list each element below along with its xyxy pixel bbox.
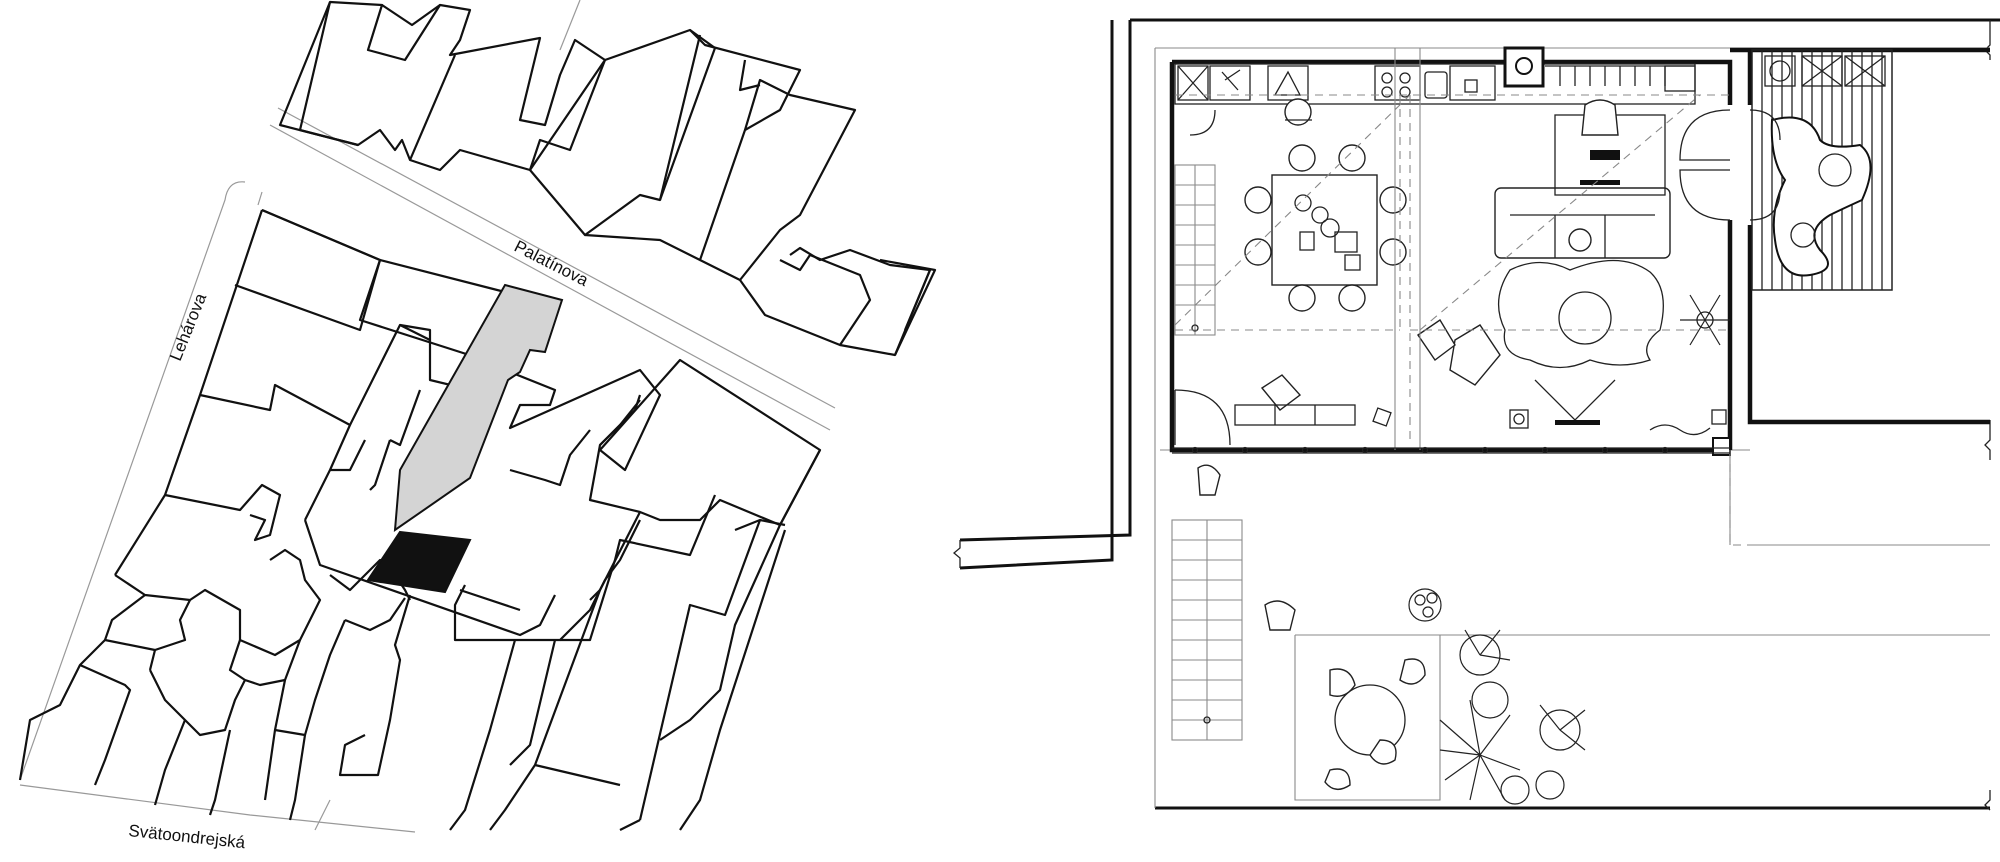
outer-walls: [952, 18, 2000, 811]
door-swings: [1174, 109, 1781, 446]
street-label-svatoondrejska: Svätoondrejská: [128, 821, 247, 852]
street-edges: [19, 0, 836, 833]
neighbor-plot: [393, 283, 564, 533]
window-strip: [1172, 446, 1730, 454]
project-plot: [366, 530, 472, 594]
living-area: [1234, 99, 1730, 436]
dashed-lines: [1174, 48, 1990, 546]
main-block: [18, 208, 822, 831]
dining-set: [1244, 98, 1407, 312]
street-label-leharova: Lehárova: [166, 290, 210, 363]
garden: [1294, 588, 1990, 805]
exterior-stair: [1171, 464, 1296, 741]
site-plan: Palatínova Lehárova Svätoondrejská: [18, 0, 937, 852]
north-block: [278, 0, 937, 357]
interior-stair: [1174, 164, 1216, 336]
terrace-deck: [1751, 49, 1893, 291]
floor-plan: [952, 18, 2000, 811]
kitchen-counter: [1174, 46, 1696, 105]
